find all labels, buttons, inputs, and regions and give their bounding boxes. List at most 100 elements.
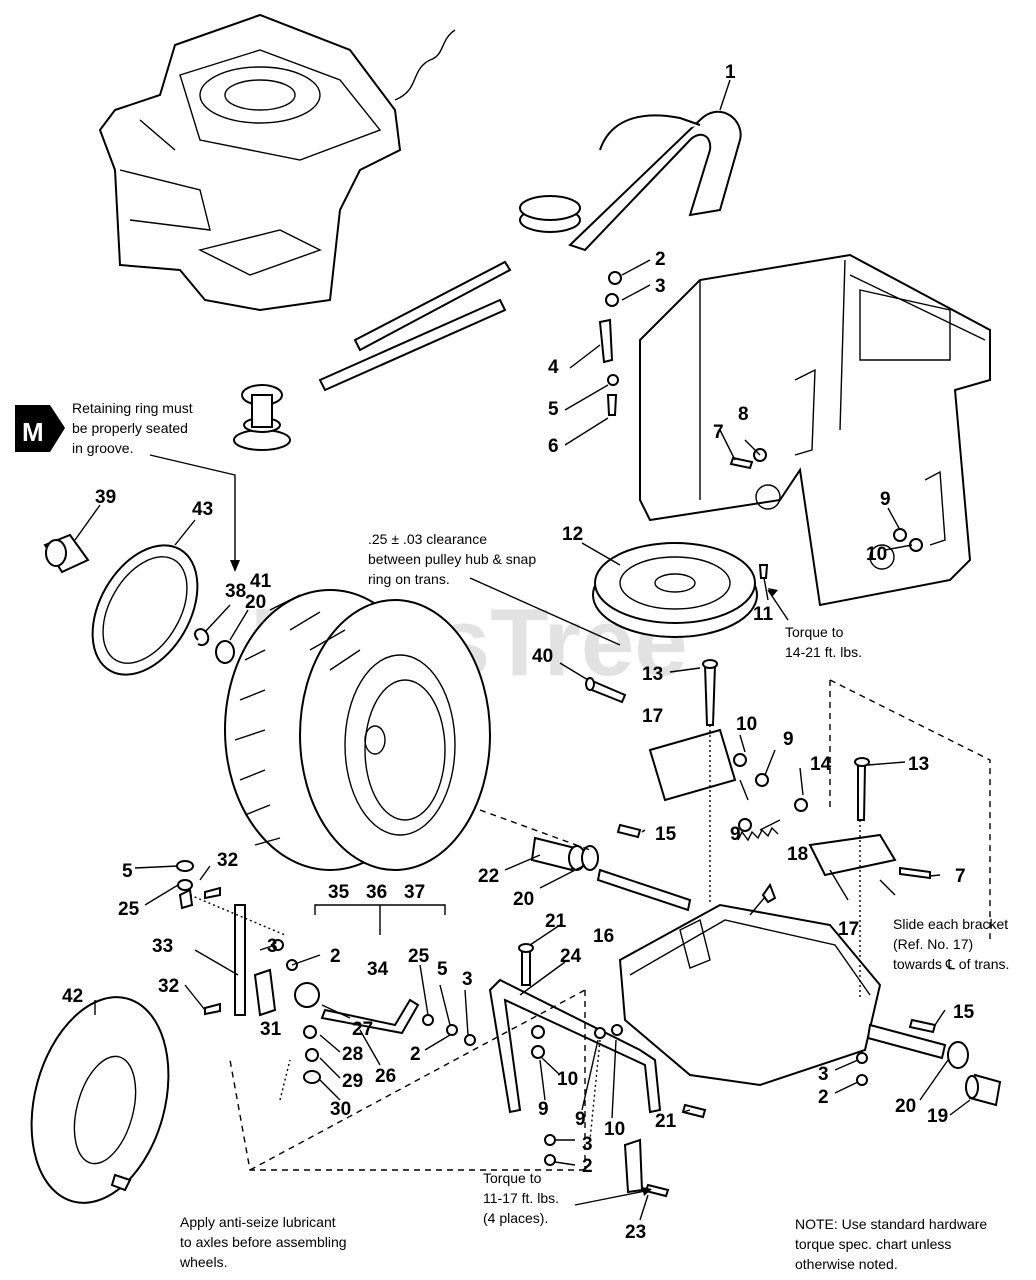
washer-41 (215, 640, 235, 664)
callout-3: 3 (655, 276, 666, 297)
callout-22: 22 (478, 866, 499, 887)
note-slide-bracket: Slide each bracket (Ref. No. 17) towards… (893, 916, 1009, 972)
note-torque-14-21: Torque to 14-21 ft. lbs. (785, 624, 862, 660)
callout-2: 2 (582, 1156, 593, 1177)
spring (737, 826, 779, 842)
retaining-ring-38 (194, 628, 210, 646)
bracket-34-group (314, 904, 446, 935)
callout-30: 30 (330, 1099, 351, 1120)
bolt-7-frame (729, 456, 754, 470)
callout-25: 25 (408, 946, 430, 967)
note-line: 11-17 ft. lbs. (483, 1190, 559, 1206)
note-line: Slide each bracket (893, 916, 1008, 932)
callout-10: 10 (604, 1119, 625, 1140)
bracket-17-left (648, 728, 737, 802)
callout-5: 5 (437, 959, 448, 980)
callout-14: 14 (810, 754, 832, 775)
note-hardware: NOTE: Use standard hardware torque spec.… (795, 1216, 987, 1272)
bracket-17-right (808, 833, 897, 877)
callout-9: 9 (730, 824, 741, 845)
callout-3: 3 (462, 969, 473, 990)
callout-35: 35 (328, 882, 350, 903)
callout-43: 43 (192, 499, 213, 520)
note-line: be properly seated (72, 420, 188, 436)
note-clearance: .25 ± .03 clearance between pulley hub &… (368, 531, 536, 587)
bolt-6-top (606, 394, 618, 416)
callout-41: 41 (250, 571, 272, 592)
callout-28: 28 (342, 1044, 363, 1065)
badge-letter: M (22, 417, 44, 447)
lever-assembly (176, 860, 476, 1084)
callout-27: 27 (352, 1019, 373, 1040)
callout-42: 42 (62, 986, 83, 1007)
callout-23: 23 (625, 1222, 646, 1243)
callout-12: 12 (562, 524, 583, 545)
note-line: NOTE: Use standard hardware (795, 1216, 987, 1232)
callout-9: 9 (538, 1099, 549, 1120)
callout-38: 38 (225, 581, 246, 602)
nut-9-frame (893, 528, 907, 542)
callout-32: 32 (217, 850, 238, 871)
note-torque-11-17: Torque to 11-17 ft. lbs. (4 places). (483, 1170, 559, 1226)
bushing-22 (530, 836, 586, 872)
bolt-13-lower (854, 757, 870, 821)
callout-17: 17 (642, 706, 663, 727)
callout-10: 10 (736, 714, 757, 735)
note-line: Torque to (483, 1170, 542, 1186)
belt-guide-bar-upper (353, 260, 512, 352)
callout-34: 34 (367, 959, 389, 980)
leader-lines (74, 79, 971, 1221)
callout-32: 32 (158, 976, 179, 997)
callout-9: 9 (575, 1109, 586, 1130)
callout-36: 36 (366, 882, 387, 903)
callout-5: 5 (122, 861, 133, 882)
assembly-lines (189, 679, 991, 1171)
callout-31: 31 (260, 1019, 282, 1040)
callout-20: 20 (245, 592, 266, 613)
callout-15: 15 (953, 1002, 975, 1023)
callout-13: 13 (642, 664, 663, 685)
callout-33: 33 (152, 936, 173, 957)
transmission-16 (596, 868, 1002, 1107)
callout-3: 3 (818, 1064, 829, 1085)
note-leaders (149, 454, 896, 1206)
callout-21: 21 (545, 911, 567, 932)
callout-10: 10 (866, 544, 887, 565)
drive-belt (568, 110, 742, 252)
callout-20: 20 (513, 889, 534, 910)
note-line: (4 places). (483, 1210, 548, 1226)
transmission-pulley-12 (592, 542, 758, 638)
note-line: .25 ± .03 clearance (368, 531, 487, 547)
callout-2: 2 (330, 946, 341, 967)
note-line: Retaining ring must (72, 400, 193, 416)
nut-2-top (608, 271, 622, 285)
note-line: 14-21 ft. lbs. (785, 644, 862, 660)
note-line: to axles before assembling (180, 1234, 347, 1250)
nut-14 (794, 798, 808, 812)
callout-18: 18 (787, 844, 808, 865)
callout-9: 9 (880, 489, 891, 510)
bolt-11 (758, 564, 769, 579)
bolt-7-lower (899, 866, 931, 880)
callout-1: 1 (725, 62, 736, 83)
nut-10-upper (733, 753, 747, 767)
callout-numbers: 1 2 3 4 5 6 8 7 9 10 12 11 39 43 38 41 2… (62, 62, 975, 1243)
note-line: ring on trans. (368, 571, 450, 587)
pin-15-lower (908, 1018, 937, 1034)
callout-40: 40 (532, 646, 553, 667)
callout-4: 4 (548, 357, 559, 378)
note-line: between pulley hub & snap (368, 551, 536, 567)
callout-24: 24 (560, 946, 582, 967)
nut-9-mid (738, 818, 752, 832)
callout-16: 16 (593, 926, 614, 947)
washer-5-top (607, 374, 619, 386)
callout-29: 29 (342, 1071, 363, 1092)
badge-m: M (15, 405, 65, 452)
note-line: otherwise noted. (795, 1256, 898, 1272)
note-line: (Ref. No. 17) (893, 936, 973, 952)
washer-20-left (581, 845, 599, 871)
belt-guide-bar-lower (318, 298, 507, 392)
callout-21: 21 (655, 1111, 677, 1132)
bushing-39 (43, 533, 90, 574)
frame-bracket (639, 253, 991, 607)
